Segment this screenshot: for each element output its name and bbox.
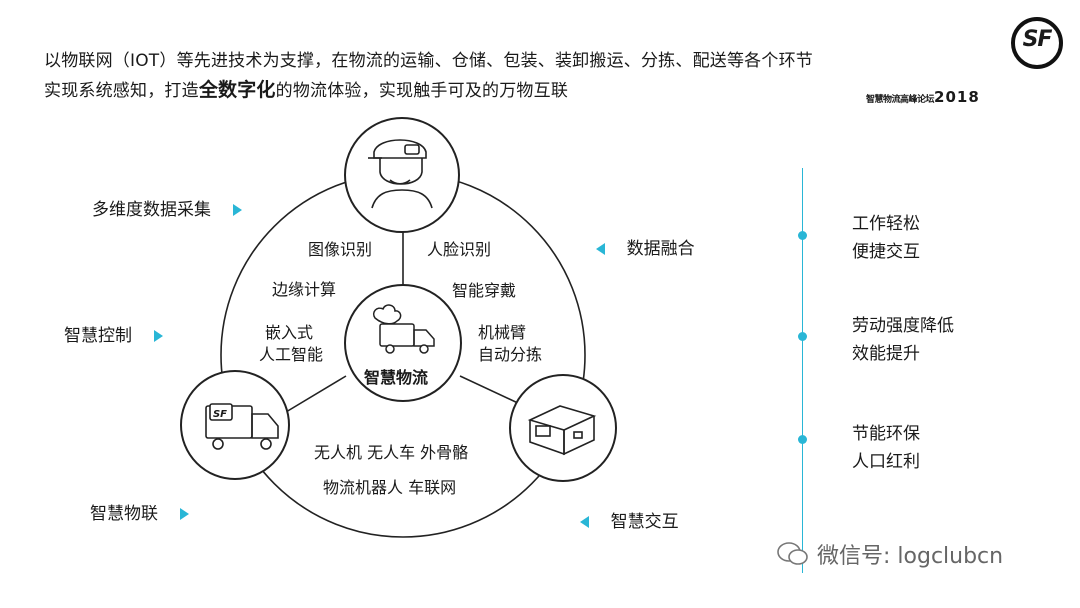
- node-left: [180, 370, 290, 480]
- spoke-right: [459, 375, 521, 405]
- node-right: [509, 374, 617, 482]
- timeline-dot-2: [798, 332, 807, 341]
- side-smart-interaction: 智慧交互: [580, 507, 679, 532]
- sf-truck-icon: [205, 403, 279, 450]
- sf-logo: SF: [1010, 16, 1064, 70]
- label-image-recognition: 图像识别: [308, 240, 373, 259]
- header-line-2-bold: 全数字化: [198, 79, 276, 101]
- arrow-left-icon: [580, 516, 589, 528]
- benefit-3-line2: 人口红利: [852, 452, 920, 472]
- arrow-right-icon: [153, 330, 163, 342]
- benefit-3-line1: 节能环保: [852, 424, 920, 444]
- sf-logo-text: SF: [1022, 27, 1053, 52]
- side-smart-interaction-text: 智慧交互: [610, 512, 679, 532]
- event-year: 2018: [934, 88, 980, 106]
- side-data-collection: 多维度数据采集: [92, 195, 242, 220]
- sf-logo-icon: [1011, 17, 1063, 69]
- label-edge-computing: 边缘计算: [272, 280, 337, 299]
- benefit-2-line2: 效能提升: [852, 344, 920, 364]
- header-line-1: 以物联网（IOT）等先进技术为支撑，在物流的运输、仓储、包装、装卸搬运、分拣、配…: [44, 51, 813, 71]
- arrow-left-icon: [596, 243, 605, 255]
- label-bottom-1: 无人机 无人车 外骨骼: [314, 443, 469, 462]
- side-smart-control-text: 智慧控制: [64, 326, 132, 346]
- label-robot-arm-2: 自动分拣: [478, 345, 543, 364]
- watermark-text: 微信号: logclubcn: [817, 544, 1004, 569]
- label-bottom-2: 物流机器人 车联网: [323, 478, 457, 497]
- wechat-icon: [777, 542, 808, 565]
- watermark: 微信号: logclubcn: [776, 538, 1003, 570]
- node-top: [344, 117, 460, 233]
- timeline-dot-1: [798, 231, 807, 240]
- side-data-fusion: 数据融合: [596, 234, 695, 259]
- arrow-right-icon: [232, 204, 242, 216]
- arrow-right-icon: [179, 508, 189, 520]
- benefit-2-line1: 劳动强度降低: [852, 316, 954, 336]
- benefit-3: 节能环保 人口红利: [852, 420, 920, 476]
- benefit-1-line2: 便捷交互: [852, 242, 920, 262]
- header-line-2-post: 的物流体验，实现触手可及的万物互联: [275, 81, 569, 101]
- robot-box-icon: [527, 405, 597, 456]
- label-robot-arm-1: 机械臂: [478, 323, 527, 342]
- side-smart-iot-text: 智慧物联: [90, 504, 158, 524]
- benefit-2: 劳动强度降低 效能提升: [852, 312, 954, 368]
- header-line-2: 实现系统感知，打造全数字化的物流体验，实现触手可及的万物互联: [44, 75, 568, 102]
- side-data-collection-text: 多维度数据采集: [92, 200, 211, 220]
- side-smart-control: 智慧控制: [64, 321, 163, 346]
- spoke-left: [285, 375, 347, 413]
- benefit-1: 工作轻松 便捷交互: [852, 210, 920, 266]
- sf-truck-badge: SF: [212, 409, 228, 420]
- side-data-fusion-text: 数据融合: [626, 239, 695, 259]
- worker-icon: [368, 139, 433, 209]
- timeline-line: [802, 168, 803, 573]
- event-name: 智慧物流高峰论坛: [866, 95, 935, 105]
- timeline-dot-3: [798, 435, 807, 444]
- label-embedded-ai-2: 人工智能: [259, 345, 324, 364]
- event-tag: 智慧物流高峰论坛2018: [866, 88, 980, 106]
- benefit-1-line1: 工作轻松: [852, 214, 920, 234]
- label-face-recognition: 人脸识别: [427, 240, 492, 259]
- side-smart-iot: 智慧物联: [90, 499, 189, 524]
- header-line-2-pre: 实现系统感知，打造: [44, 81, 199, 101]
- center-title: 智慧物流: [364, 368, 429, 387]
- label-smart-wearable: 智能穿戴: [452, 281, 517, 300]
- label-embedded-ai-1: 嵌入式: [265, 323, 314, 342]
- truck-brain-icon: [372, 304, 435, 354]
